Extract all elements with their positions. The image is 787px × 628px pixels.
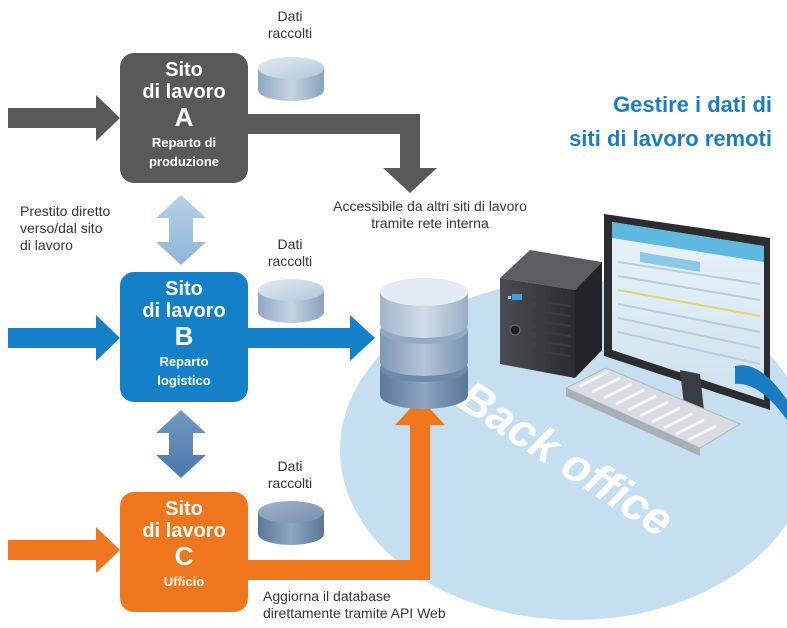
site-b-dept-line1: Reparto [159, 354, 209, 369]
computer-tower-icon [500, 250, 602, 378]
site-b-dept-line2: logistico [157, 373, 211, 388]
site-b-letter: B [174, 321, 194, 351]
arrow-b-to-db [248, 315, 375, 361]
access-label-line2: tramite rete interna [371, 215, 489, 231]
site-a-box: Sito di lavoro A Reparto di produzione [120, 53, 248, 183]
loan-label-line1: Prestito diretto [20, 203, 111, 219]
api-label: Aggiorna il database direttamente tramit… [263, 588, 523, 622]
access-label-line1: Accessibile da altri siti di lavoro [333, 198, 527, 214]
site-b-label-line2: di lavoro [142, 300, 226, 322]
site-a-label-line2: di lavoro [142, 81, 226, 103]
database-icon [258, 279, 324, 323]
input-arrow-c [8, 527, 120, 573]
api-arrow-c [248, 398, 445, 580]
api-label-line1: Aggiorna il database [263, 588, 391, 604]
title-line1: Gestire i dati di [613, 92, 772, 117]
input-arrow-a [8, 95, 120, 141]
keyboard-icon [564, 367, 742, 456]
loan-label: Prestito diretto verso/dal sito di lavor… [20, 203, 160, 254]
collected-data-label-c: Dati raccolti [250, 458, 330, 492]
api-label-line2: direttamente tramite API Web [263, 605, 446, 621]
collected-data-line1: Dati [277, 236, 303, 252]
collected-data-label-a: Dati raccolti [250, 8, 330, 42]
site-a-dept-line2: produzione [148, 154, 220, 169]
page-title: Gestire i dati di siti di lavoro remoti [500, 88, 772, 156]
site-a-dept-line1: Reparto di [151, 135, 217, 150]
loan-label-line3: di lavoro [20, 237, 73, 253]
site-a-letter: A [174, 102, 194, 132]
site-c-letter: C [174, 541, 194, 571]
loan-label-line2: verso/dal sito [20, 220, 103, 236]
site-c-box: Sito di lavoro C Ufficio [120, 492, 248, 612]
site-b-label-line1: Sito [165, 278, 203, 300]
access-label: Accessibile da altri siti di lavoro tram… [300, 198, 560, 232]
site-b-box: Sito di lavoro B Reparto logistico [120, 272, 248, 402]
collected-data-line1: Dati [277, 458, 303, 474]
collected-data-line2: raccolti [267, 25, 313, 41]
database-icon [258, 501, 324, 545]
collected-data-label-b: Dati raccolti [250, 236, 330, 270]
title-line2: siti di lavoro remoti [569, 126, 772, 151]
database-icon [258, 57, 324, 101]
site-a-label-line1: Sito [165, 59, 203, 81]
input-arrow-b [8, 315, 120, 361]
loan-arrow-ab [156, 195, 206, 265]
site-c-dept-line1: Ufficio [163, 574, 205, 589]
site-c-label-line2: di lavoro [142, 520, 226, 542]
collected-data-line2: raccolti [267, 475, 313, 491]
collected-data-line1: Dati [277, 8, 303, 24]
site-c-label-line1: Sito [165, 498, 203, 520]
collected-data-line2: raccolti [267, 253, 313, 269]
monitor-icon [604, 214, 787, 420]
loan-arrow-bc [156, 410, 206, 478]
network-arrow-a [248, 114, 437, 193]
central-database-icon [380, 278, 468, 409]
